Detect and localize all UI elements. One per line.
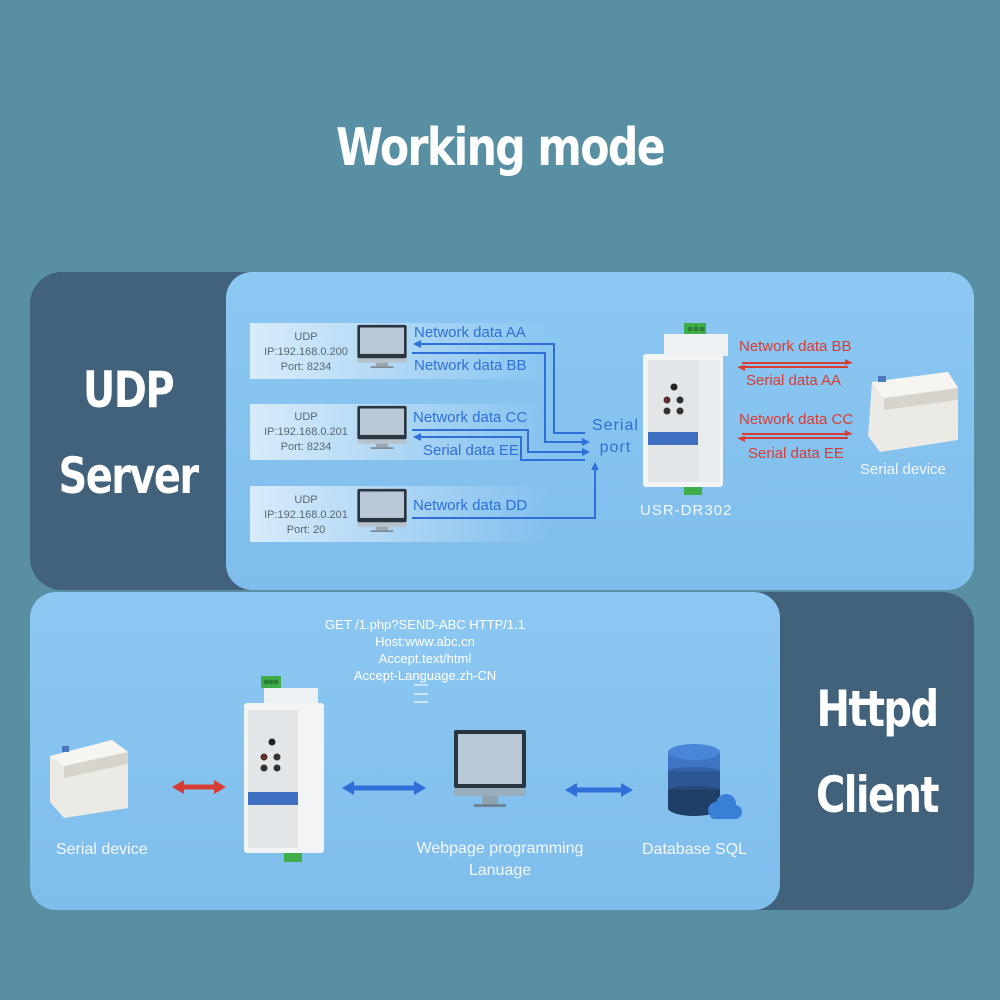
client-info: UDP IP:192.168.0.201 Port: 8234 <box>252 406 360 462</box>
monitor-icon <box>357 488 407 532</box>
network-link-arrow <box>342 781 426 795</box>
database-icon <box>668 744 720 816</box>
client-protocol: UDP <box>294 411 318 423</box>
webpage-programming-label-line2: Lanuage <box>468 862 532 879</box>
device-name-label: USR-DR302 <box>640 502 733 519</box>
arrowhead <box>413 340 421 348</box>
arrowhead <box>582 438 590 446</box>
serial-port-label-line2: port <box>599 439 632 456</box>
webpage-programming-label-line1: Webpage programming <box>416 840 584 857</box>
serial-device-label: Serial device <box>56 841 148 858</box>
client-port: Port: 8234 <box>280 361 332 373</box>
route-aa <box>418 343 585 434</box>
serial-port-label-line1: Serial <box>592 417 639 434</box>
webpage-programming-label: Webpage programming Lanuage <box>390 838 610 882</box>
database-sql-label: Database SQL <box>642 841 747 858</box>
client-info: UDP IP:192.168.0.201 Port: 20 <box>252 489 360 545</box>
flow-label-serial-ee: Serial data EE <box>423 442 519 459</box>
monitor-icon <box>357 405 407 449</box>
arrowhead <box>591 462 599 470</box>
serial-port-label: Serial port <box>592 415 639 459</box>
monitor-icon <box>454 730 526 807</box>
usr-dr302-device-icon <box>244 676 324 862</box>
httpd-client-diagram-panel <box>30 592 780 910</box>
monitor-icon <box>357 324 407 368</box>
arrowhead <box>845 430 853 436</box>
client-protocol: UDP <box>294 494 318 506</box>
http-request-line: Host:www.abc.cn <box>375 634 475 649</box>
client-ip: IP:192.168.0.200 <box>264 346 348 358</box>
arrowhead <box>737 365 745 371</box>
client-info: UDP IP:192.168.0.200 Port: 8234 <box>252 326 360 382</box>
arrowhead <box>737 436 745 442</box>
arrowhead <box>413 433 421 441</box>
httpd-client-label: Httpd Client <box>799 666 954 838</box>
client-ip: IP:192.168.0.201 <box>264 426 348 438</box>
serial-printer-icon <box>50 740 128 818</box>
udp-server-label: UDP Server <box>50 347 207 519</box>
device-flow-serial-aa: Serial data AA <box>746 372 842 389</box>
http-request-line: Accept-Language.zh-CN <box>353 668 497 683</box>
arrowhead <box>582 448 590 456</box>
flow-label-network-aa: Network data AA <box>414 324 526 341</box>
client-port: Port: 20 <box>286 524 326 536</box>
arrowhead <box>845 359 853 365</box>
http-request-line: GET /1.php?SEND-ABC HTTP/1.1 <box>325 617 525 632</box>
route-ee <box>418 436 585 461</box>
httpd-client-label-line1: Httpd <box>816 680 940 738</box>
client-protocol: UDP <box>294 331 318 343</box>
device-flow-network-bb: Network data BB <box>739 338 852 355</box>
serial-link-arrow <box>172 780 226 794</box>
http-request-line: Accept.text/html <box>378 651 472 666</box>
udp-server-label-line1: UDP <box>82 361 175 419</box>
flow-label-network-dd: Network data DD <box>413 497 528 514</box>
serial-device-label: Serial device <box>860 461 946 478</box>
flow-label-network-bb: Network data BB <box>414 357 527 374</box>
flow-label-network-cc: Network data CC <box>413 409 528 426</box>
database-link-arrow <box>565 783 633 797</box>
route-dd <box>412 467 596 519</box>
udp-server-label-line2: Server <box>58 447 200 505</box>
cloud-icon <box>708 794 742 819</box>
client-port: Port: 8234 <box>280 441 332 453</box>
route-cc <box>412 429 585 453</box>
page-title: Working mode <box>335 118 666 178</box>
route-bb <box>412 352 585 443</box>
device-flow-network-cc: Network data CC <box>739 411 854 428</box>
device-flow-serial-ee: Serial data EE <box>748 445 844 462</box>
client-ip: IP:192.168.0.201 <box>264 509 348 521</box>
httpd-client-label-line2: Client <box>816 766 940 824</box>
